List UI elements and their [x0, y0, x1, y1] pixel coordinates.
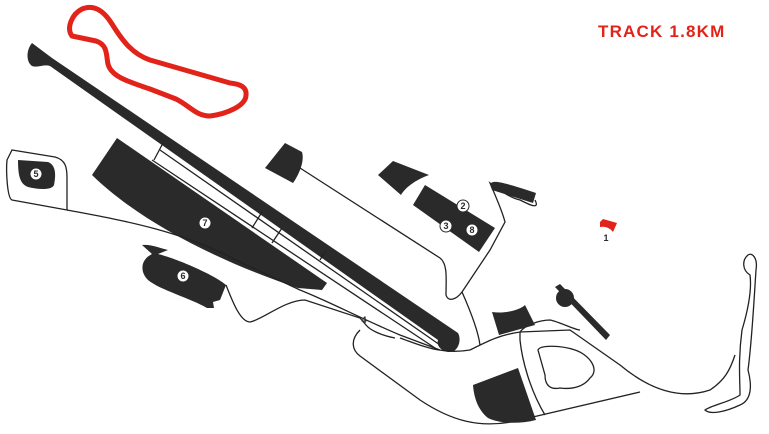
marker-5[interactable]: 5 [29, 167, 43, 181]
taxiway [159, 149, 441, 346]
building [378, 161, 429, 195]
svg-text:3: 3 [443, 221, 448, 231]
race-track[interactable] [67, 4, 249, 119]
svg-text:8: 8 [469, 225, 474, 235]
runway [27, 43, 460, 352]
svg-text:7: 7 [202, 218, 207, 228]
marker-1-flag [600, 219, 617, 232]
marker-3[interactable]: 3 [439, 219, 453, 233]
marker-4[interactable]: 4 [361, 315, 366, 325]
building [473, 368, 536, 423]
building [490, 181, 536, 203]
marker-6[interactable]: 6 [176, 269, 190, 283]
marker-1[interactable]: 1 [603, 233, 608, 243]
building-2-3-8 [413, 185, 495, 252]
building [492, 305, 535, 335]
building [555, 284, 610, 340]
svg-text:5: 5 [33, 169, 38, 179]
taxiway [151, 159, 439, 351]
marker-7[interactable]: 7 [198, 216, 212, 230]
building-7 [92, 138, 327, 290]
svg-text:6: 6 [180, 271, 185, 281]
track-length-label: TRACK 1.8KM [598, 22, 726, 41]
marker-8[interactable]: 8 [465, 223, 479, 237]
roundabout [556, 289, 574, 307]
svg-text:2: 2 [460, 201, 465, 211]
building [265, 143, 303, 183]
marker-2[interactable]: 2 [456, 199, 470, 213]
